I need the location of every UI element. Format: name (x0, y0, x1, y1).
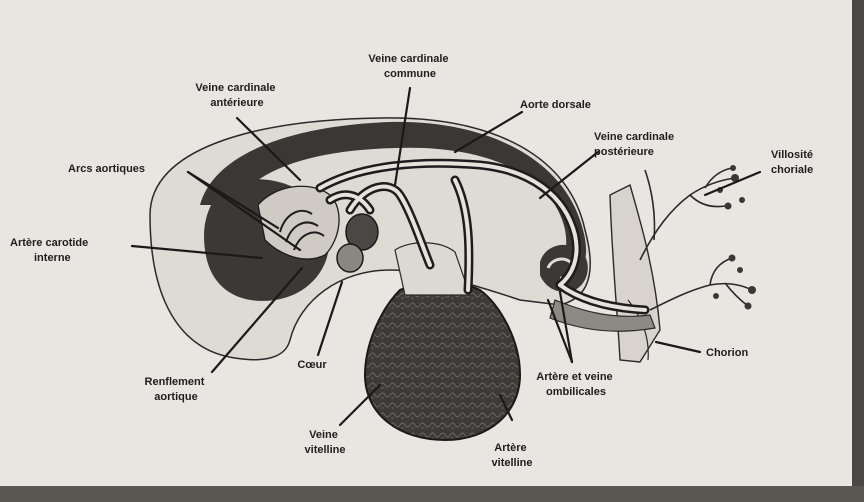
label-arcs-aortiques: Arcs aortiques (68, 163, 145, 175)
label-aorte-dorsale: Aorte dorsale (520, 99, 591, 111)
label-veine-cardinale-commune: Veine cardinale commune (368, 53, 451, 80)
villi-branches (640, 168, 752, 310)
bottom-scan-strip (0, 486, 864, 502)
label-villosite-choriale: Villosité choriale (771, 149, 816, 176)
label-veine-vitelline: Veine vitelline (305, 429, 346, 456)
label-chorion: Chorion (706, 347, 748, 359)
label-veine-cardinale-anterieure: Veine cardinale antérieure (195, 82, 278, 109)
label-coeur: Cœur (297, 359, 327, 371)
yolk-sac (365, 283, 520, 441)
label-veine-cardinale-posterieure: Veine cardinale postérieure (594, 131, 677, 158)
label-artere-veine-ombilicales: Artère et veine ombilicales (536, 371, 616, 398)
label-renflement-aortique: Renflement aortique (145, 376, 208, 403)
label-artere-carotide-interne: Artère carotide interne (10, 237, 91, 264)
label-artere-vitelline: Artère vitelline (492, 442, 533, 469)
chorion-wall (610, 185, 660, 362)
right-scan-edge (852, 0, 864, 502)
